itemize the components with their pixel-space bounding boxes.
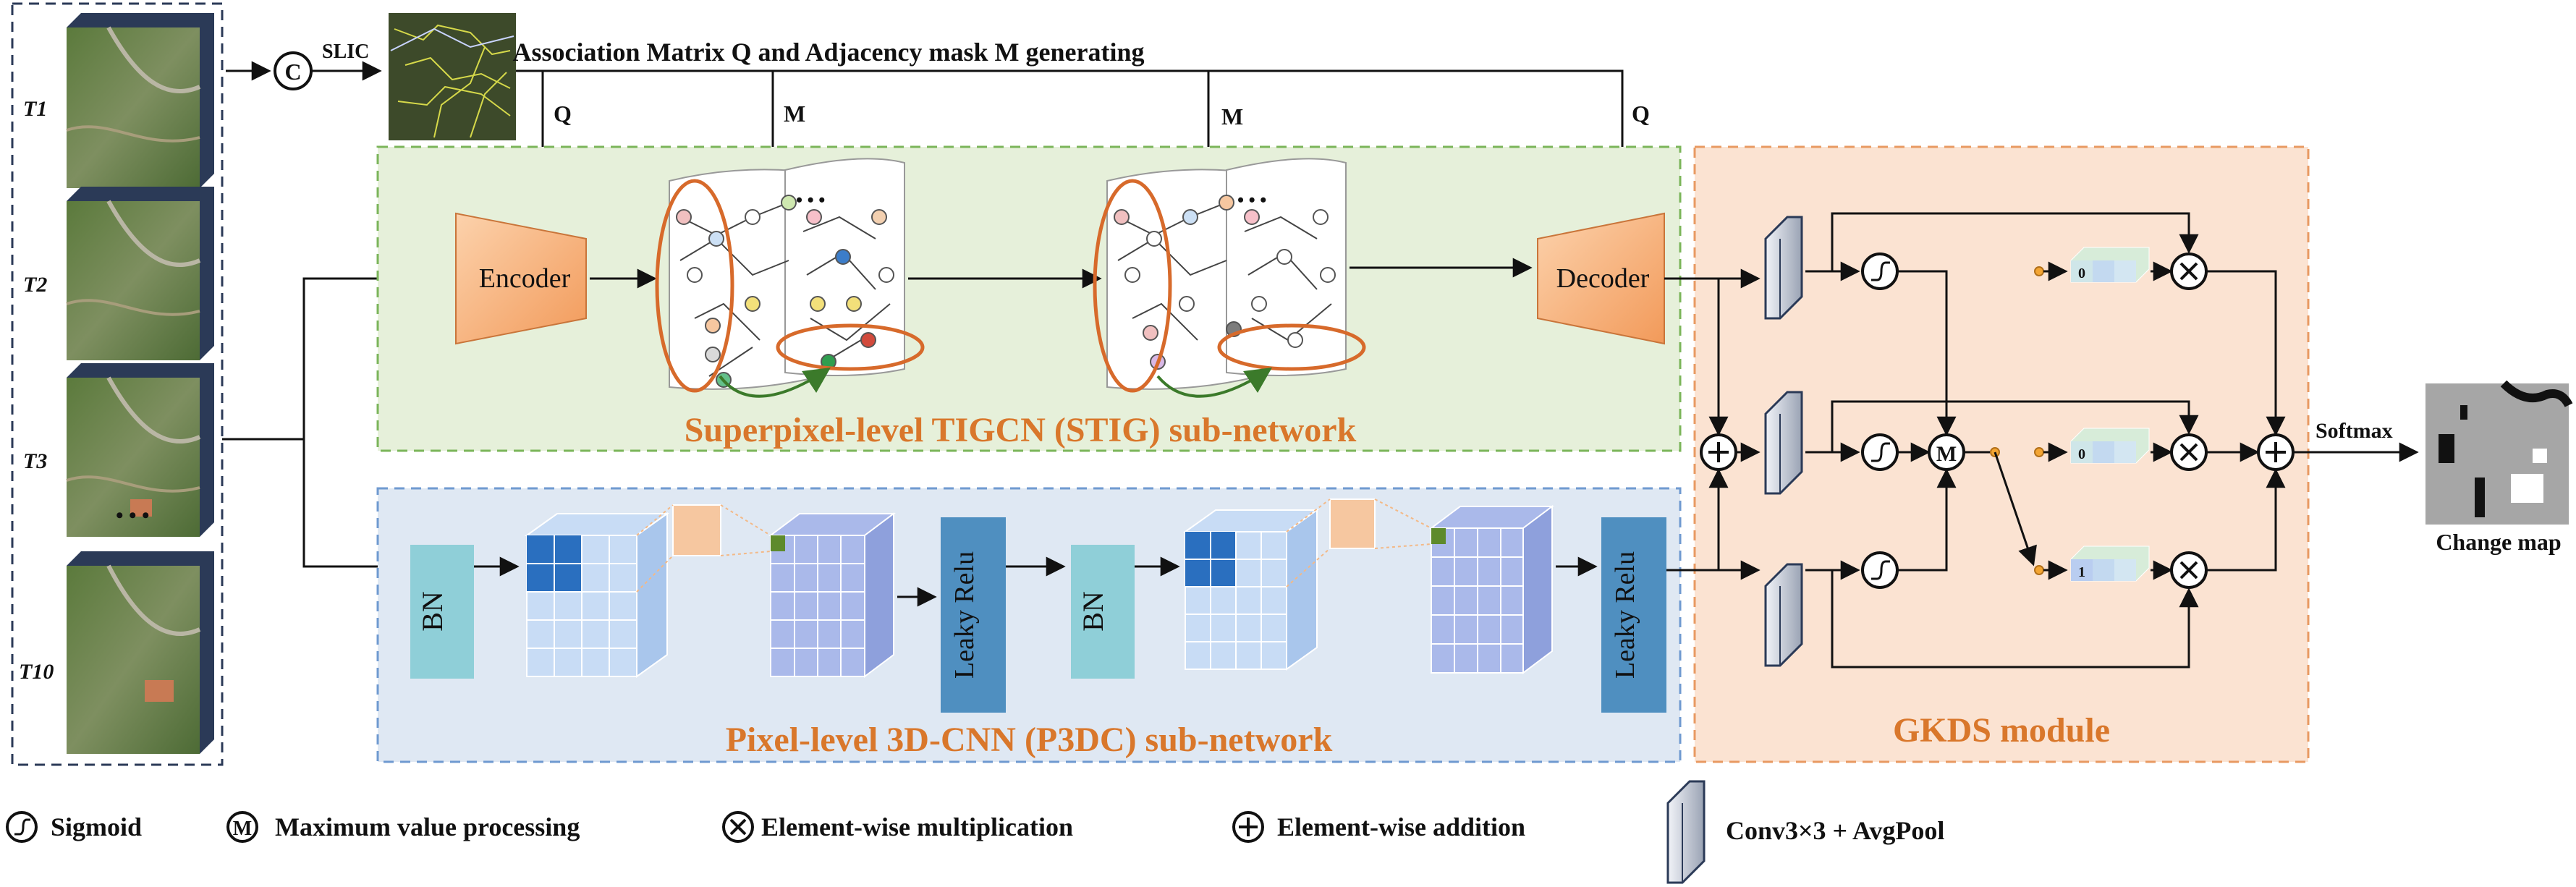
conv-block-3 (1764, 563, 1803, 667)
graph1-dots: • • • (796, 190, 825, 211)
softmax-label: Softmax (2316, 419, 2393, 443)
bn-block-2 (1071, 545, 1135, 679)
mult3-to-add-arrow (2206, 468, 2286, 572)
conv1-skip-arrow (1831, 212, 2199, 271)
input-to-bn-arrow (302, 439, 411, 577)
q-label-left: Q (554, 101, 572, 127)
sigmoid-icon-1 (1861, 252, 1899, 290)
stig-section (376, 145, 1682, 452)
input-label-t3: T3 (23, 449, 47, 473)
sigmoid-icon-2 (1861, 433, 1899, 471)
input-image-t3 (66, 363, 214, 537)
legend-sigmoid-icon (6, 811, 38, 843)
m-label-right: M (1221, 103, 1243, 130)
conv-block-2 (1764, 391, 1803, 495)
slic-superpixel-map (389, 13, 516, 140)
sigmoid1-to-max-arrow (1897, 270, 1957, 436)
slic-label: SLIC (322, 41, 369, 63)
svg-text:M: M (233, 818, 252, 840)
weight-value-3: 1 (2078, 564, 2085, 580)
leaky-relu-label-1: Leaky Relu (949, 551, 980, 679)
leaky-relu-block-2 (1601, 517, 1666, 713)
legend-max-text: Maximum value processing (275, 812, 580, 841)
association-title: Association Matrix Q and Adjacency mask … (513, 38, 1145, 67)
output-cube-2 (1429, 505, 1554, 674)
mult-icon-1 (2170, 252, 2208, 290)
legend-add-text: Element-wise addition (1277, 812, 1525, 841)
mult-icon-3 (2170, 551, 2208, 589)
concat-symbol: C (284, 59, 301, 85)
input-cube-1 (524, 512, 670, 678)
encoder-label: Encoder (479, 263, 571, 294)
gkds-title: GKDS module (1893, 711, 2110, 750)
q-label-right: Q (1632, 101, 1650, 127)
change-map-image (2425, 380, 2573, 525)
gkds-add-plus (1708, 442, 1729, 462)
input-label-t10: T10 (19, 660, 54, 684)
weight-bar-3: 1 (2034, 546, 2150, 582)
weight-value-1: 0 (2078, 266, 2085, 281)
final-add-icon (2257, 433, 2295, 471)
input-cube-2 (1182, 509, 1320, 671)
decoder-block: Decoder (1537, 212, 1665, 345)
legend: Sigmoid M Maximum value processing Eleme… (6, 780, 1944, 884)
legend-max-icon: M (226, 811, 258, 843)
weight-value-2: 0 (2078, 446, 2085, 462)
output-cube-1 (768, 512, 896, 678)
input-image-t1 (66, 13, 214, 188)
max-value-icon: M (1928, 433, 1965, 471)
sigmoid3-to-max-arrow (1897, 468, 1957, 572)
legend-conv-icon (1666, 780, 1706, 884)
graph-stack-1: • • • (655, 158, 925, 398)
weight-bar-2: 0 (2034, 428, 2150, 464)
max-symbol: M (1936, 442, 1957, 466)
bn-label-1: BN (416, 591, 449, 632)
sigmoid-icon-3 (1861, 551, 1899, 589)
kernel-2 (1286, 498, 1432, 587)
conv-block-1 (1764, 216, 1803, 320)
input-image-t10 (67, 551, 214, 754)
max-to-weight3-arrow (1994, 451, 2037, 566)
legend-mult-icon (722, 811, 754, 843)
conv3-skip-arrow (1831, 570, 2199, 669)
m-label-left: M (784, 101, 805, 127)
encoder-block: Encoder (455, 212, 587, 345)
stig-title: Superpixel-level TIGCN (STIG) sub-networ… (685, 411, 1357, 449)
leaky-relu-label-2: Leaky Relu (1610, 551, 1640, 679)
mult1-to-add-arrow (2206, 270, 2286, 436)
bn-block-1 (410, 545, 474, 679)
input-label-t1: T1 (23, 97, 47, 121)
conv2-skip-arrow (1831, 400, 2199, 452)
change-map-label: Change map (2436, 529, 2561, 555)
leaky-relu-block-1 (941, 517, 1006, 713)
weight-bar-1: 0 (2034, 247, 2150, 283)
mult-icon-2 (2170, 433, 2208, 471)
legend-sigmoid-text: Sigmoid (51, 812, 142, 841)
graph2-dots: • • • (1237, 190, 1266, 211)
legend-mult-text: Element-wise multiplication (761, 812, 1073, 841)
legend-conv-text: Conv3×3 + AvgPool (1726, 816, 1944, 845)
graph-stack-2: • • • (1093, 158, 1366, 398)
decoder-label: Decoder (1556, 263, 1650, 294)
kernel-1 (636, 504, 771, 593)
input-panel: T1 T2 T3 • • • T10 (11, 2, 224, 766)
p3dc-title: Pixel-level 3D-CNN (P3DC) sub-network (726, 721, 1333, 759)
input-ellipsis: • • • (116, 504, 150, 527)
bn-label-2: BN (1077, 591, 1109, 632)
input-label-t2: T2 (23, 273, 47, 297)
input-image-t2 (66, 187, 214, 360)
legend-add-icon (1232, 811, 1264, 843)
